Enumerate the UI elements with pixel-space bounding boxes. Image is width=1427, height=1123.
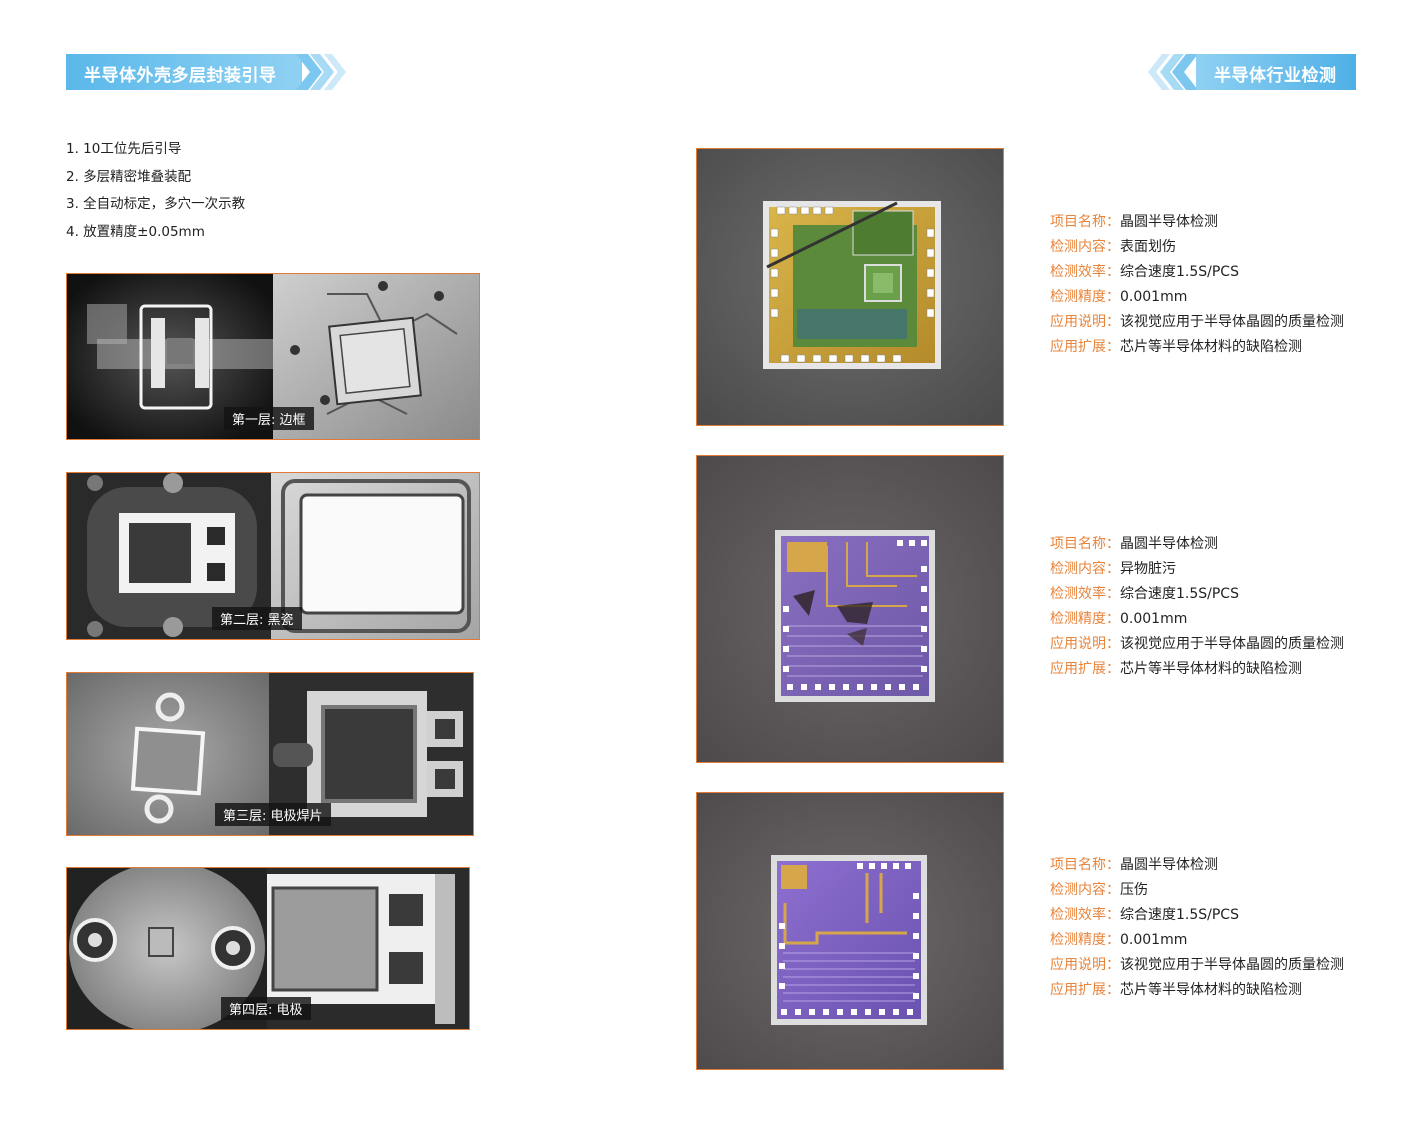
info-value: 晶圆半导体检测 [1120,857,1218,873]
wafer-photo-crush [697,793,1003,1069]
inspection-info-contamination: 项目名称：晶圆半导体检测 检测内容：异物脏污 检测效率：综合速度1.5S/PCS… [1050,532,1344,682]
inspection-info-scratch: 项目名称：晶圆半导体检测 检测内容：表面划伤 检测效率：综合速度1.5S/PCS… [1050,210,1344,360]
info-row: 检测精度：0.001mm [1050,607,1344,632]
info-label: 项目名称： [1050,857,1120,873]
left-banner-bar: 半导体外壳多层封装引导 [66,54,302,90]
info-value: 综合速度1.5S/PCS [1120,907,1239,923]
info-label: 应用说明： [1050,314,1120,330]
wafer-image-contamination [696,455,1004,763]
layer-panel-frame: 第一层: 边框 [66,273,480,440]
info-label: 应用说明： [1050,957,1120,973]
info-value: 压伤 [1120,882,1148,898]
info-row: 检测精度：0.001mm [1050,928,1344,953]
layer-panel-electrode: 第四层: 电极 [66,867,470,1030]
info-row: 项目名称：晶圆半导体检测 [1050,210,1344,235]
info-row: 检测内容：压伤 [1050,878,1344,903]
feature-item: 3. 全自动标定，多穴一次示教 [66,196,246,213]
layer-caption: 第一层: 边框 [224,407,314,430]
info-value: 0.001mm [1120,611,1188,627]
info-value: 晶圆半导体检测 [1120,214,1218,230]
info-value: 综合速度1.5S/PCS [1120,264,1239,280]
info-label: 项目名称： [1050,536,1120,552]
feature-item: 1. 10工位先后引导 [66,141,182,157]
left-banner-title: 半导体外壳多层封装引导 [84,66,277,86]
info-row: 检测效率：综合速度1.5S/PCS [1050,260,1344,285]
right-banner-title: 半导体行业检测 [1214,66,1337,86]
info-row: 检测精度：0.001mm [1050,285,1344,310]
left-section-banner: 半导体外壳多层封装引导 [66,54,348,90]
info-label: 检测效率： [1050,264,1120,280]
layer-photo-frame [67,274,479,439]
chevron-right-icon [296,54,346,90]
right-section-banner: 半导体行业检测 [1148,54,1356,90]
info-row: 应用说明：该视觉应用于半导体晶圆的质量检测 [1050,632,1344,657]
info-row: 检测内容：异物脏污 [1050,557,1344,582]
info-value: 芯片等半导体材料的缺陷检测 [1120,982,1302,998]
layer-photo-black-ceramic [67,473,479,639]
info-value: 异物脏污 [1120,561,1176,577]
layer-caption: 第二层: 黑瓷 [212,607,302,630]
info-value: 0.001mm [1120,932,1188,948]
info-row: 应用扩展：芯片等半导体材料的缺陷检测 [1050,657,1344,682]
info-label: 检测内容： [1050,239,1120,255]
wafer-photo-contamination [697,456,1003,762]
feature-list: 1. 10工位先后引导 2. 多层精密堆叠装配 3. 全自动标定，多穴一次示教 … [66,136,245,247]
layer-caption: 第三层: 电极焊片 [215,803,331,826]
info-label: 项目名称： [1050,214,1120,230]
info-label: 应用扩展： [1050,661,1120,677]
info-row: 检测效率：综合速度1.5S/PCS [1050,903,1344,928]
info-label: 检测内容： [1050,561,1120,577]
layer-caption: 第四层: 电极 [221,997,311,1020]
info-value: 该视觉应用于半导体晶圆的质量检测 [1120,957,1344,973]
feature-item: 4. 放置精度±0.05mm [66,224,205,241]
layer-panel-black-ceramic: 第二层: 黑瓷 [66,472,480,640]
wafer-image-crush [696,792,1004,1070]
info-value: 芯片等半导体材料的缺陷检测 [1120,661,1302,677]
info-label: 检测精度： [1050,289,1120,305]
info-value: 晶圆半导体检测 [1120,536,1218,552]
info-value: 该视觉应用于半导体晶圆的质量检测 [1120,636,1344,652]
layer-photo-electrode [67,868,469,1029]
info-label: 应用说明： [1050,636,1120,652]
info-label: 检测内容： [1050,882,1120,898]
info-label: 检测精度： [1050,611,1120,627]
info-value: 0.001mm [1120,289,1188,305]
info-row: 项目名称：晶圆半导体检测 [1050,853,1344,878]
info-value: 综合速度1.5S/PCS [1120,586,1239,602]
info-row: 应用扩展：芯片等半导体材料的缺陷检测 [1050,978,1344,1003]
info-label: 检测精度： [1050,932,1120,948]
chevron-left-icon [1148,54,1198,90]
info-row: 检测效率：综合速度1.5S/PCS [1050,582,1344,607]
info-value: 芯片等半导体材料的缺陷检测 [1120,339,1302,355]
info-row: 应用扩展：芯片等半导体材料的缺陷检测 [1050,335,1344,360]
info-row: 应用说明：该视觉应用于半导体晶圆的质量检测 [1050,953,1344,978]
info-row: 应用说明：该视觉应用于半导体晶圆的质量检测 [1050,310,1344,335]
info-value: 表面划伤 [1120,239,1176,255]
layer-panel-electrode-solder: 第三层: 电极焊片 [66,672,474,836]
right-banner-bar: 半导体行业检测 [1196,54,1356,90]
feature-item: 2. 多层精密堆叠装配 [66,168,192,185]
info-label: 应用扩展： [1050,982,1120,998]
info-row: 检测内容：表面划伤 [1050,235,1344,260]
info-label: 应用扩展： [1050,339,1120,355]
inspection-info-crush: 项目名称：晶圆半导体检测 检测内容：压伤 检测效率：综合速度1.5S/PCS 检… [1050,853,1344,1003]
info-label: 检测效率： [1050,907,1120,923]
info-value: 该视觉应用于半导体晶圆的质量检测 [1120,314,1344,330]
wafer-photo-scratch [697,149,1003,425]
info-row: 项目名称：晶圆半导体检测 [1050,532,1344,557]
wafer-image-scratch [696,148,1004,426]
info-label: 检测效率： [1050,586,1120,602]
